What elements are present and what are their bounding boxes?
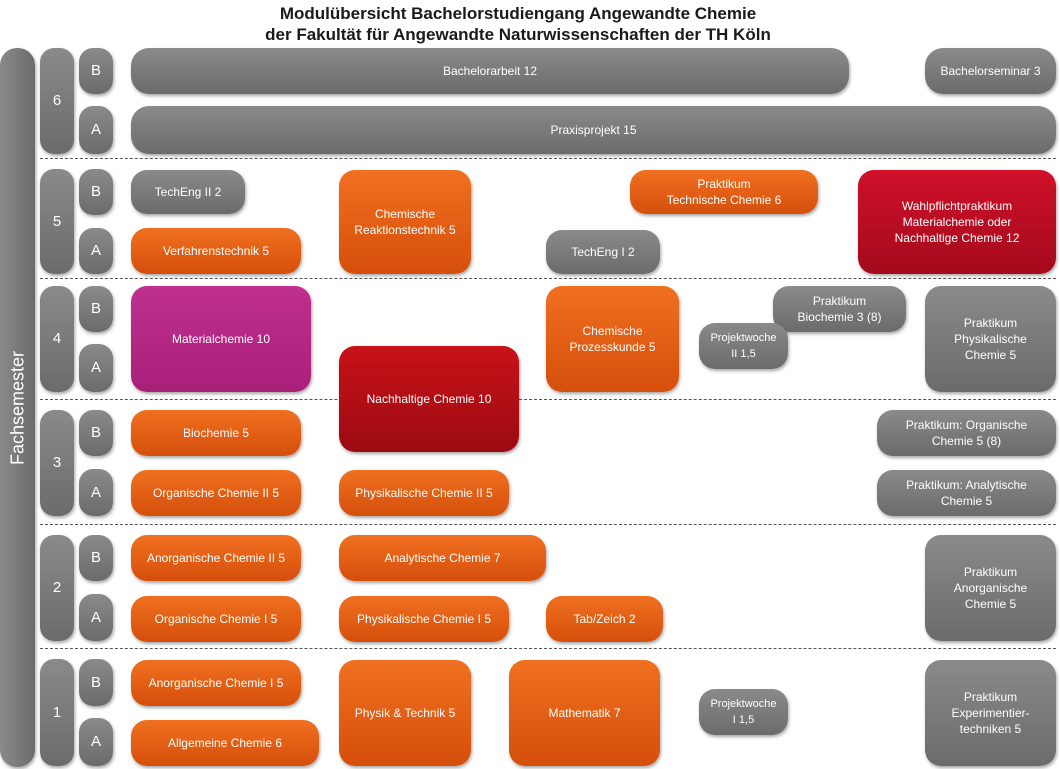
- module-techeng-2: TechEng II 2: [131, 170, 245, 214]
- module-tab-zeich: Tab/Zeich 2: [546, 596, 663, 642]
- semester-separator: [40, 524, 1056, 525]
- module-chemische-reaktionstechnik: Chemische Reaktionstechnik 5: [339, 170, 471, 274]
- module-projektwoche-1: Projektwoche I 1,5: [699, 689, 788, 735]
- semester-2-label: 2: [40, 535, 74, 641]
- semester-4-label: 4: [40, 286, 74, 392]
- module-physikalische-chemie-2: Physikalische Chemie II 5: [339, 470, 509, 516]
- module-materialchemie: Materialchemie 10: [131, 286, 311, 392]
- module-praktikum-experimentiertechniken: Praktikum Experimentier- techniken 5: [925, 660, 1056, 766]
- module-anorganische-chemie-1: Anorganische Chemie I 5: [131, 660, 301, 706]
- half-b-label-5: B: [79, 169, 113, 215]
- half-a-label-4: A: [79, 344, 113, 392]
- module-verfahrenstechnik: Verfahrenstechnik 5: [131, 228, 301, 274]
- module-praktikum-physikalische-chemie: Praktikum Physikalische Chemie 5: [925, 286, 1056, 392]
- semester-separator: [40, 399, 1056, 400]
- half-b-label-3: B: [79, 410, 113, 456]
- module-biochemie: Biochemie 5: [131, 410, 301, 456]
- semester-separator: [40, 278, 1056, 279]
- half-a-label-6: A: [79, 106, 113, 154]
- module-praktikum-analytische-chemie: Praktikum: Analytische Chemie 5: [877, 470, 1056, 516]
- fachsemester-label: Fachsemester: [7, 350, 27, 465]
- module-praktikum-organische-chemie: Praktikum: Organische Chemie 5 (8): [877, 410, 1056, 456]
- module-bachelorseminar: Bachelorseminar 3: [925, 48, 1056, 94]
- module-projektwoche-2: Projektwoche II 1,5: [699, 323, 788, 369]
- module-nachhaltige-chemie: Nachhaltige Chemie 10: [339, 346, 519, 452]
- semester-5-label: 5: [40, 169, 74, 274]
- module-praktikum-anorganische-chemie: Praktikum Anorganische Chemie 5: [925, 535, 1056, 641]
- module-techeng-1: TechEng I 2: [546, 230, 660, 274]
- module-wahlpflichtpraktikum: Wahlpflichtpraktikum Materialchemie oder…: [858, 170, 1056, 274]
- module-organische-chemie-2: Organische Chemie II 5: [131, 470, 301, 516]
- semester-1-label: 1: [40, 659, 74, 766]
- module-physikalische-chemie-1: Physikalische Chemie I 5: [339, 596, 509, 642]
- module-analytische-chemie: Analytische Chemie 7: [339, 535, 546, 581]
- half-b-label-4: B: [79, 286, 113, 332]
- diagram-title-line2: der Fakultät für Angewandte Naturwissens…: [265, 25, 771, 44]
- half-b-label-2: B: [79, 535, 113, 581]
- half-b-label-1: B: [79, 659, 113, 706]
- module-bachelorarbeit: Bachelorarbeit 12: [131, 48, 849, 94]
- module-organische-chemie-1: Organische Chemie I 5: [131, 596, 301, 642]
- module-physik-technik: Physik & Technik 5: [339, 660, 471, 766]
- module-anorganische-chemie-2: Anorganische Chemie II 5: [131, 535, 301, 581]
- diagram-title-line1: Modulübersicht Bachelorstudiengang Angew…: [279, 4, 757, 23]
- module-chemische-prozesskunde: Chemische Prozesskunde 5: [546, 286, 679, 392]
- semester-separator: [40, 158, 1056, 159]
- module-praktikum-technische-chemie: Praktikum Technische Chemie 6: [630, 170, 818, 214]
- semester-6-label: 6: [40, 48, 74, 154]
- half-a-label-1: A: [79, 718, 113, 766]
- fachsemester-axis: Fachsemester: [0, 48, 35, 767]
- half-a-label-3: A: [79, 469, 113, 516]
- semester-separator: [40, 648, 1056, 649]
- module-praktikum-biochemie: Praktikum Biochemie 3 (8): [773, 286, 906, 332]
- half-a-label-2: A: [79, 594, 113, 641]
- semester-3-label: 3: [40, 410, 74, 516]
- half-b-label-6: B: [79, 48, 113, 94]
- half-a-label-5: A: [79, 228, 113, 274]
- module-mathematik: Mathematik 7: [509, 660, 660, 766]
- module-praxisprojekt: Praxisprojekt 15: [131, 106, 1056, 154]
- module-allgemeine-chemie: Allgemeine Chemie 6: [131, 720, 319, 766]
